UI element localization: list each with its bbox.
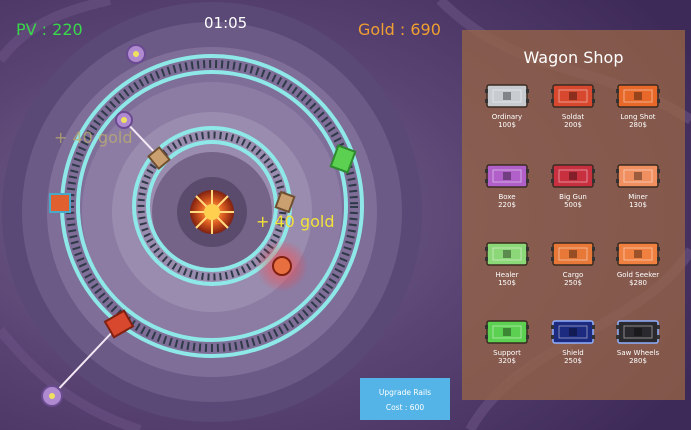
wagon-price: 320$	[498, 357, 516, 365]
wagon-price: 250$	[564, 279, 582, 287]
wagon-name: Boxe	[498, 193, 516, 201]
wagon-name: Shield	[562, 349, 584, 357]
wagon-name: Cargo	[562, 271, 584, 279]
train-wagon-icon[interactable]	[49, 193, 71, 213]
train-wagon-icon[interactable]	[103, 309, 135, 339]
train-wagon-icon[interactable]	[147, 145, 171, 171]
wagon-price: 200$	[564, 121, 582, 129]
wagon-name: Gold Seeker	[616, 271, 660, 279]
soldat-wagon-icon	[551, 84, 595, 108]
healer-wagon-icon	[485, 242, 529, 266]
upgrade-rails-cost: Cost : 600	[385, 403, 425, 412]
wagon-name: Soldat	[561, 113, 585, 121]
wagon-price: 280$	[629, 357, 647, 365]
wagon-name: Miner	[628, 193, 648, 201]
wagon-price: 100$	[498, 121, 516, 129]
train-wagon-icon[interactable]	[274, 190, 296, 214]
miner-wagon-icon	[616, 164, 660, 188]
upgrade-rails-button[interactable]: Upgrade Rails Cost : 600	[360, 378, 450, 420]
cargo-wagon-icon	[551, 242, 595, 266]
enemy-turret-icon[interactable]	[115, 111, 133, 129]
wagon-price: $280	[629, 279, 647, 287]
wagon-name: Healer	[495, 271, 519, 279]
core-icon	[190, 190, 234, 234]
game-timer: 01:05	[204, 14, 248, 32]
gold-popup-faded: + 40 gold	[54, 128, 133, 147]
wagon-shop-title: Wagon Shop	[523, 48, 624, 67]
enemy-turret-icon[interactable]	[41, 385, 63, 407]
wagon-price: 220$	[498, 201, 516, 209]
wagon-shop-item[interactable]: Gold Seeker$280	[606, 240, 670, 287]
wagon-name: Big Gun	[559, 193, 587, 201]
enemy-turret-icon[interactable]	[126, 44, 146, 64]
ordinary-wagon-icon	[485, 84, 529, 108]
wagon-name: Support	[493, 349, 521, 357]
boxe-wagon-icon	[485, 164, 529, 188]
wagon-price: 250$	[564, 357, 582, 365]
gold-seeker-wagon-icon	[616, 242, 660, 266]
wagon-name: Ordinary	[491, 113, 523, 121]
wagon-price: 500$	[564, 201, 582, 209]
health-points-label: PV : 220	[16, 20, 83, 39]
big-gun-wagon-icon	[551, 164, 595, 188]
upgrade-rails-label: Upgrade Rails	[378, 388, 432, 397]
wagon-price: 280$	[629, 121, 647, 129]
wagon-price: 150$	[498, 279, 516, 287]
wagon-price: 130$	[629, 201, 647, 209]
long-shot-wagon-icon	[616, 84, 660, 108]
saw-wheels-wagon-icon	[616, 320, 660, 344]
wagon-name: Saw Wheels	[616, 349, 660, 357]
shield-wagon-icon	[551, 320, 595, 344]
train-wagon-icon[interactable]	[329, 144, 357, 174]
gold-counter: Gold : 690	[358, 20, 441, 39]
support-wagon-icon	[485, 320, 529, 344]
enemy-glow-icon[interactable]	[256, 240, 308, 292]
gold-popup: + 40 gold	[256, 212, 335, 231]
wagon-name: Long Shot	[620, 113, 656, 121]
